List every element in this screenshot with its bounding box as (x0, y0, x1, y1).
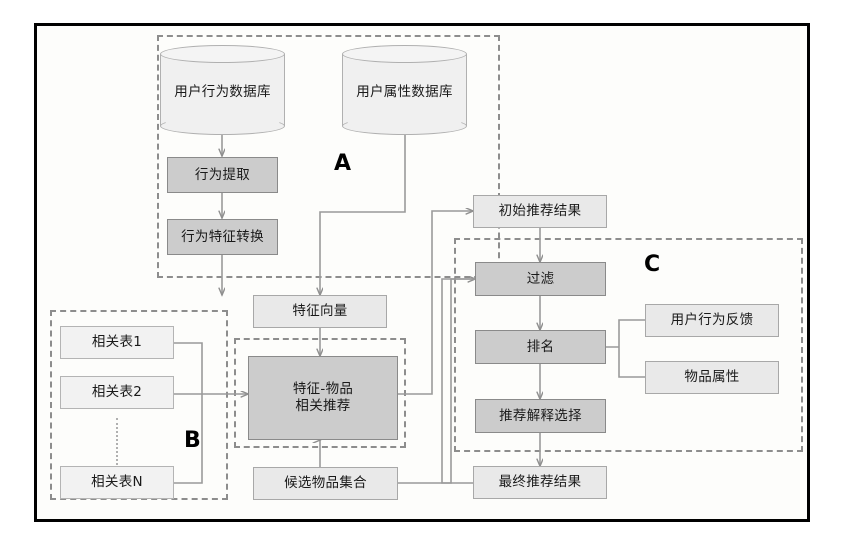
cylinder-body (160, 54, 285, 126)
cylinder-body (342, 54, 467, 126)
node-filter[interactable]: 过滤 (475, 262, 606, 296)
node-relation-table-2[interactable]: 相关表2 (60, 376, 174, 409)
group-label-c: C (644, 252, 661, 277)
node-behavior-extract[interactable]: 行为提取 (167, 157, 278, 193)
node-label-line1: 特征-物品 (292, 381, 354, 398)
group-label-a: A (334, 151, 352, 176)
node-behavior-feature-transform[interactable]: 行为特征转换 (167, 219, 278, 255)
node-final-result[interactable]: 最终推荐结果 (473, 466, 607, 499)
node-relation-table-1[interactable]: 相关表1 (60, 326, 174, 359)
group-box-b (50, 310, 228, 500)
node-user-behavior-db[interactable]: 用户行为数据库 (160, 45, 285, 135)
ellipsis-dots (116, 418, 118, 465)
node-initial-result[interactable]: 初始推荐结果 (473, 195, 607, 228)
group-label-b: B (184, 428, 201, 453)
cylinder-bottom (342, 117, 467, 135)
node-user-behavior-feedback[interactable]: 用户行为反馈 (645, 304, 779, 337)
node-ranking[interactable]: 排名 (475, 330, 606, 364)
node-label: 用户行为数据库 (174, 84, 271, 100)
node-candidate-item-set[interactable]: 候选物品集合 (253, 467, 398, 500)
node-feature-item-recommend[interactable]: 特征-物品 相关推荐 (248, 356, 398, 440)
node-explain-select[interactable]: 推荐解释选择 (475, 399, 606, 433)
node-item-attribute[interactable]: 物品属性 (645, 361, 779, 394)
node-label: 用户属性数据库 (356, 84, 453, 100)
node-relation-table-n[interactable]: 相关表N (60, 466, 174, 499)
cylinder-top (160, 45, 285, 63)
cylinder-bottom (160, 117, 285, 135)
node-feature-vector[interactable]: 特征向量 (253, 295, 387, 328)
node-user-attr-db[interactable]: 用户属性数据库 (342, 45, 467, 135)
cylinder-top (342, 45, 467, 63)
node-label-line2: 相关推荐 (295, 398, 351, 414)
